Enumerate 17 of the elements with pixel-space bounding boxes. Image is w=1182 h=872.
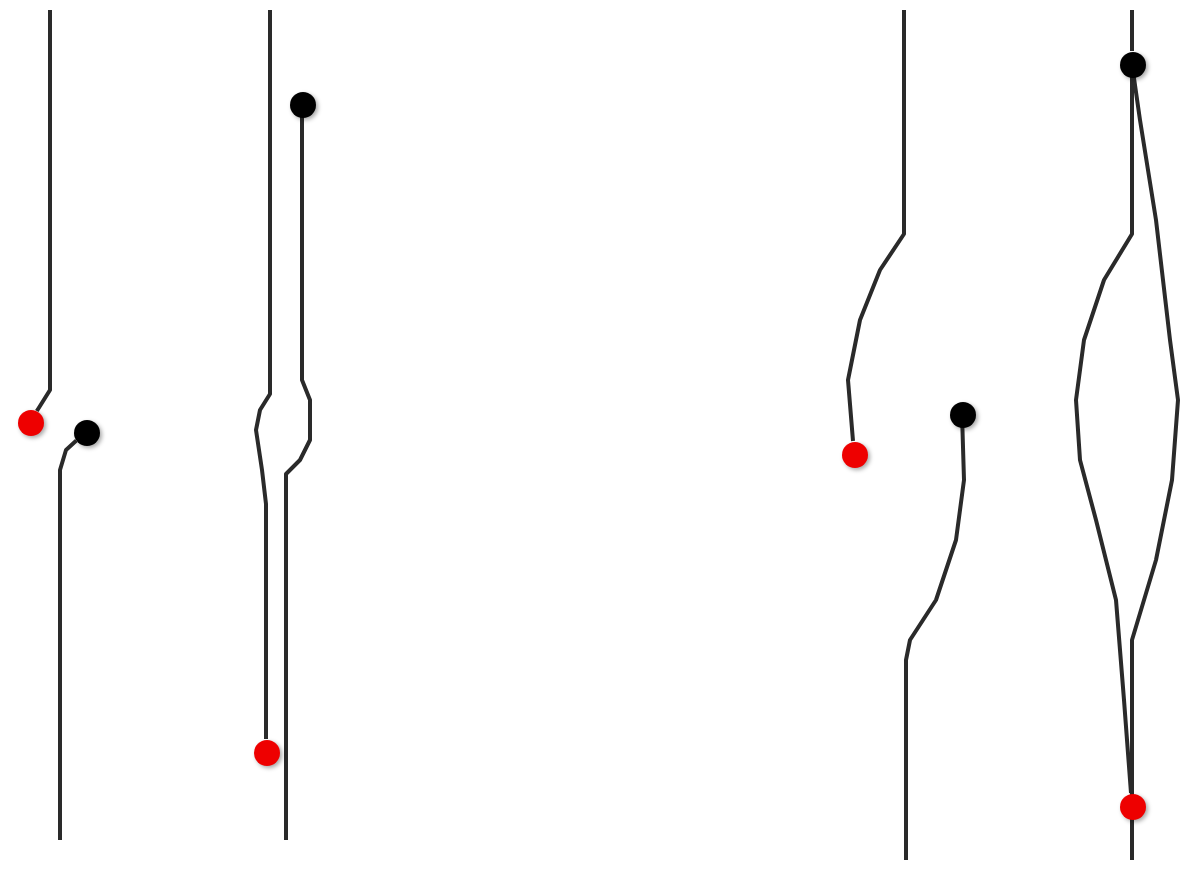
strand-line [1130, 76, 1180, 860]
dot-marker [73, 419, 99, 445]
strand-line [284, 117, 312, 840]
dot-marker [1119, 793, 1145, 819]
dot-marker [253, 739, 279, 765]
strand-line [254, 10, 272, 739]
dot-marker [17, 409, 43, 435]
strand-line [1074, 77, 1134, 794]
dot-marker [841, 441, 867, 467]
strand-line [904, 426, 966, 860]
strand-line [846, 10, 906, 442]
strand-line [58, 439, 78, 840]
dot-marker [1119, 51, 1145, 77]
dot-marker [289, 91, 315, 117]
dot-marker [949, 401, 975, 427]
strand-line [1130, 10, 1134, 51]
strand-line [35, 10, 52, 413]
